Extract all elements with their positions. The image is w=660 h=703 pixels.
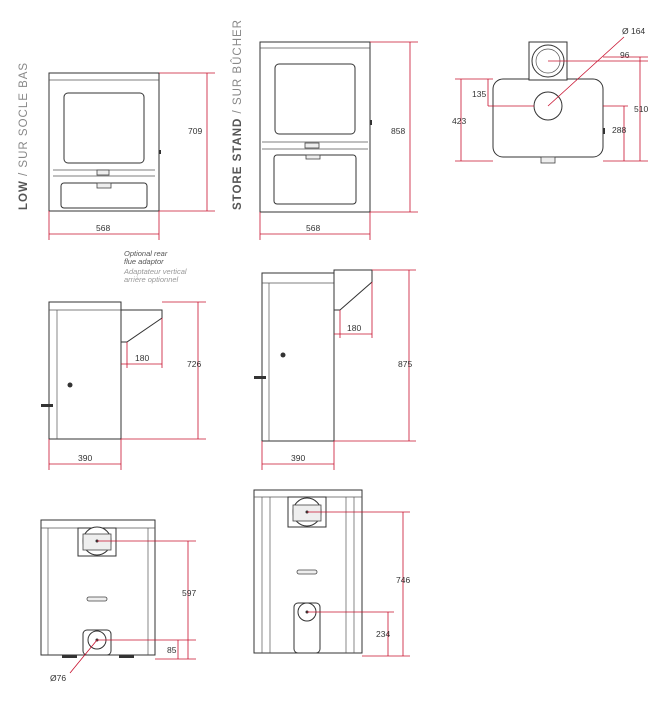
store-side-body: [261, 272, 335, 442]
store-side-height-label: 875: [398, 359, 412, 369]
low-side-width-label: 390: [78, 453, 92, 463]
top-right-label: 288: [612, 125, 626, 135]
top-total-label: 510: [634, 104, 648, 114]
low-side-body: [48, 301, 122, 440]
low-rear-view: [40, 519, 156, 658]
note-line-3: Adaptateur vertical: [123, 267, 187, 276]
low-label: LOW / SUR SOCLE BAS: [18, 62, 30, 210]
low-side-height-label: 726: [187, 359, 201, 369]
note-line-2: flue adaptor: [124, 257, 164, 266]
optional-flue-note: Optional rear flue adaptor Adaptateur ve…: [123, 249, 187, 284]
note-line-1: Optional rear: [124, 249, 168, 258]
store-side-view: [254, 269, 373, 442]
store-rear-dims: 746 234: [307, 511, 410, 657]
store-front-width-label: 568: [306, 223, 320, 233]
store-rear-view: [253, 489, 363, 654]
top-left-label: 135: [472, 89, 486, 99]
low-rear-height-label: 597: [182, 588, 196, 598]
store-stand-label: STORE STAND / SUR BÛCHER: [231, 19, 244, 210]
low-front-view: [48, 72, 161, 212]
low-side-flue-label: 180: [135, 353, 149, 363]
low-rear-diameter-label: Ø76: [50, 673, 66, 683]
store-rear-bottom-label: 234: [376, 629, 390, 639]
top-view: [492, 36, 625, 164]
low-front-height-label: 709: [188, 126, 202, 136]
low-rear-dims: 597 85 Ø76: [50, 540, 196, 683]
top-view-dims: Ø 164 96 423 135 510 288: [452, 26, 648, 162]
store-side-dims: 180 875 390: [261, 269, 416, 470]
store-side-width-label: 390: [291, 453, 305, 463]
low-side-flue-adaptor: [120, 309, 163, 343]
top-diameter-label: Ø 164: [622, 26, 645, 36]
store-front-view: [259, 41, 372, 213]
store-side-flue-label: 180: [347, 323, 361, 333]
store-front-height-label: 858: [391, 126, 405, 136]
store-front-door-glass: [274, 63, 356, 135]
note-line-4: arrière optionnel: [124, 275, 179, 284]
store-side-flue-adaptor: [333, 269, 373, 311]
store-front-log-store: [273, 154, 357, 205]
top-offset-label: 96: [620, 50, 630, 60]
low-front-dims: 709 568: [48, 72, 215, 240]
store-front-dims: 858 568: [259, 41, 418, 240]
low-rear-bottom-label: 85: [167, 645, 177, 655]
low-front-width-label: 568: [96, 223, 110, 233]
store-rear-height-label: 746: [396, 575, 410, 585]
low-side-view: [41, 301, 163, 440]
low-front-door-glass: [63, 92, 145, 164]
top-depth-label: 423: [452, 116, 466, 126]
low-side-dims: 180 726 390: [48, 301, 206, 470]
